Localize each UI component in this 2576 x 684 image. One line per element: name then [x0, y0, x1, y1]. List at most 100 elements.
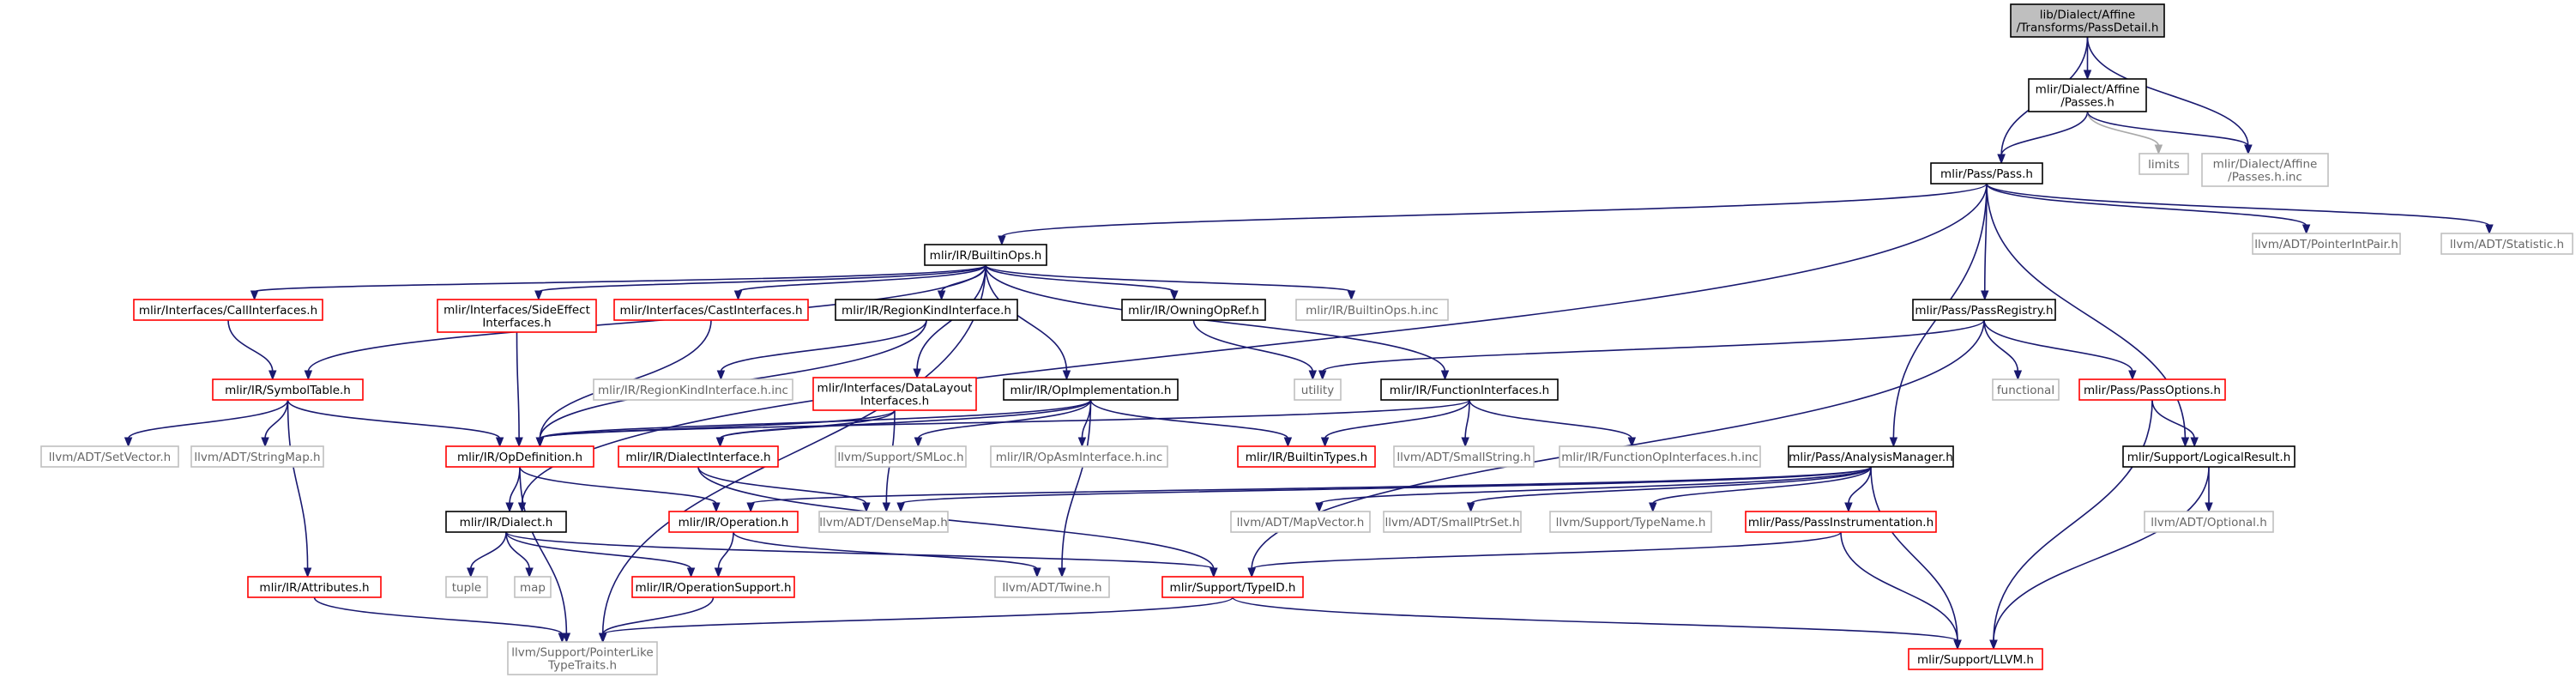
node-utility[interactable]: utility: [1294, 378, 1342, 401]
edge-affinepasses-to-affinepassesinc: [2086, 111, 2253, 155]
node-box: [2122, 445, 2295, 468]
node-box: [613, 299, 809, 321]
node-logicalresult[interactable]: mlir/Support/LogicalResult.h: [2122, 445, 2295, 468]
node-label: mlir/IR/OpAsmInterface.h.inc: [996, 451, 1163, 464]
node-typename[interactable]: llvm/Support/TypeName.h: [1549, 511, 1712, 533]
edge-affinepasses-to-limits: [2086, 111, 2163, 155]
node-densemap[interactable]: llvm/ADT/DenseMap.h: [818, 511, 949, 533]
node-analysismgr[interactable]: mlir/Pass/AnalysisManager.h: [1788, 445, 1954, 468]
node-funcif[interactable]: mlir/IR/FunctionInterfaces.h: [1380, 378, 1559, 401]
node-ptrintpair[interactable]: llvm/ADT/PointerIntPair.h: [2252, 233, 2401, 255]
edge-builtinops-to-funcif: [985, 264, 1450, 381]
node-box: [2078, 378, 2226, 401]
node-callif[interactable]: mlir/Interfaces/CallInterfaces.h: [133, 299, 323, 321]
node-regionkind[interactable]: mlir/IR/RegionKindInterface.h: [835, 299, 1018, 321]
node-regionkindinc[interactable]: mlir/IR/RegionKindInterface.h.inc: [593, 378, 793, 401]
node-label: mlir/IR/BuiltinTypes.h: [1246, 451, 1367, 464]
node-label: llvm/ADT/DenseMap.h: [819, 516, 948, 530]
node-passoptions[interactable]: mlir/Pass/PassOptions.h: [2078, 378, 2226, 401]
edge-attributes-to-ptrliketraits: [313, 596, 567, 644]
node-box: [1745, 511, 1937, 533]
edge-operation-to-opsupport: [714, 531, 734, 578]
node-opdef[interactable]: mlir/IR/OpDefinition.h: [445, 445, 594, 468]
node-owningopref[interactable]: mlir/IR/OwningOpRef.h: [1121, 299, 1266, 321]
node-label: llvm/ADT/SmallString.h: [1397, 451, 1530, 464]
node-label: limits: [2148, 158, 2180, 172]
node-box: [990, 445, 1168, 468]
node-label: llvm/ADT/PointerIntPair.h: [2254, 238, 2398, 251]
node-passdetail[interactable]: lib/Dialect/Affine/Transforms/PassDetail…: [2010, 3, 2165, 38]
node-statistic[interactable]: llvm/ADT/Statistic.h: [2440, 233, 2573, 255]
node-box: [2144, 511, 2274, 533]
edge-analysismgr-to-typename: [1649, 466, 1872, 513]
node-dialect[interactable]: mlir/IR/Dialect.h: [445, 511, 567, 533]
node-affinepasses[interactable]: mlir/Dialect/Affine/Passes.h: [2028, 78, 2147, 112]
node-label: mlir/IR/OperationSupport.h: [635, 581, 791, 595]
node-passinstr[interactable]: mlir/Pass/PassInstrumentation.h: [1745, 511, 1937, 533]
edge-logicalresult-to-llvmh: [1989, 466, 2210, 651]
edge-owningopref-to-utility: [1192, 319, 1318, 381]
edge-symboltable-to-attributes: [287, 399, 312, 578]
edge-builtinops-to-datalayout: [913, 264, 986, 379]
node-label: mlir/IR/Dialect.h: [460, 516, 553, 530]
node-opimpl[interactable]: mlir/IR/OpImplementation.h: [1003, 378, 1179, 401]
node-llvmh[interactable]: mlir/Support/LLVM.h: [1908, 648, 2043, 670]
node-label: mlir/Support/LogicalResult.h: [2127, 451, 2291, 464]
node-attributes[interactable]: mlir/IR/Attributes.h: [247, 576, 382, 598]
edge-passregistry-to-passoptions: [1983, 319, 2137, 381]
node-builtinopsinc[interactable]: mlir/IR/BuiltinOps.h.inc: [1295, 299, 1449, 321]
edge-passinstr-to-typeid: [1247, 531, 1842, 578]
node-functional[interactable]: functional: [1992, 378, 2060, 401]
edge-analysismgr-to-passinstr: [1844, 466, 1872, 513]
edge-funcif-to-opdef: [535, 399, 1470, 448]
node-label: mlir/Interfaces/SideEffect: [443, 304, 590, 318]
node-box: [1383, 511, 1522, 533]
node-opasmifinc[interactable]: mlir/IR/OpAsmInterface.h.inc: [990, 445, 1168, 468]
edge-dialectif-to-densemap: [697, 466, 871, 513]
edge-opdef-to-operation: [519, 466, 721, 513]
node-box: [1788, 445, 1954, 468]
node-box: [1237, 445, 1376, 468]
node-operation[interactable]: mlir/IR/Operation.h: [668, 511, 799, 533]
node-affinepassesinc[interactable]: mlir/Dialect/Affine/Passes.h.inc: [2201, 153, 2329, 187]
node-setvector[interactable]: llvm/ADT/SetVector.h: [40, 445, 179, 468]
node-tuple[interactable]: tuple: [445, 576, 488, 598]
node-smallptrset[interactable]: llvm/ADT/SmallPtrSet.h: [1383, 511, 1522, 533]
node-limits[interactable]: limits: [2139, 153, 2189, 175]
node-smallstring[interactable]: llvm/ADT/SmallString.h: [1393, 445, 1535, 468]
node-label: mlir/Dialect/Affine: [2213, 158, 2318, 172]
node-map[interactable]: map: [514, 576, 552, 598]
node-twine[interactable]: llvm/ADT/Twine.h: [994, 576, 1110, 598]
node-castif[interactable]: mlir/Interfaces/CastInterfaces.h: [613, 299, 809, 321]
node-box: [1380, 378, 1559, 401]
node-builtintypes[interactable]: mlir/IR/BuiltinTypes.h: [1237, 445, 1376, 468]
edge-opimpl-to-twine: [1058, 399, 1092, 578]
node-label: lib/Dialect/Affine: [2040, 9, 2136, 22]
node-typeid[interactable]: mlir/Support/TypeID.h: [1161, 576, 1304, 598]
node-box: [1930, 162, 2043, 185]
node-label: mlir/IR/Operation.h: [679, 516, 789, 530]
node-label: mlir/IR/FunctionInterfaces.h: [1390, 384, 1549, 397]
node-stringmap[interactable]: llvm/ADT/StringMap.h: [190, 445, 324, 468]
node-box: [631, 576, 795, 598]
node-dialectif[interactable]: mlir/IR/DialectInterface.h: [618, 445, 779, 468]
node-pass[interactable]: mlir/Pass/Pass.h: [1930, 162, 2043, 185]
node-mapvector[interactable]: llvm/ADT/MapVector.h: [1230, 511, 1371, 533]
node-box: [1908, 648, 2043, 670]
node-box: [593, 378, 793, 401]
node-passregistry[interactable]: mlir/Pass/PassRegistry.h: [1912, 299, 2056, 321]
node-label: Interfaces.h: [860, 395, 929, 409]
edge-builtinops-to-castif: [733, 264, 986, 301]
node-smloc[interactable]: llvm/Support/SMLoc.h: [835, 445, 967, 468]
node-builtinops[interactable]: mlir/IR/BuiltinOps.h: [924, 244, 1047, 266]
node-box: [1230, 511, 1371, 533]
node-box: [2139, 153, 2189, 175]
node-symboltable[interactable]: mlir/IR/SymbolTable.h: [212, 378, 364, 401]
node-funcopifinc[interactable]: mlir/IR/FunctionOpInterfaces.h.inc: [1559, 445, 1761, 468]
node-optional[interactable]: llvm/ADT/Optional.h: [2144, 511, 2274, 533]
node-label: mlir/Pass/PassRegistry.h: [1915, 304, 2053, 318]
node-opsupport[interactable]: mlir/IR/OperationSupport.h: [631, 576, 795, 598]
